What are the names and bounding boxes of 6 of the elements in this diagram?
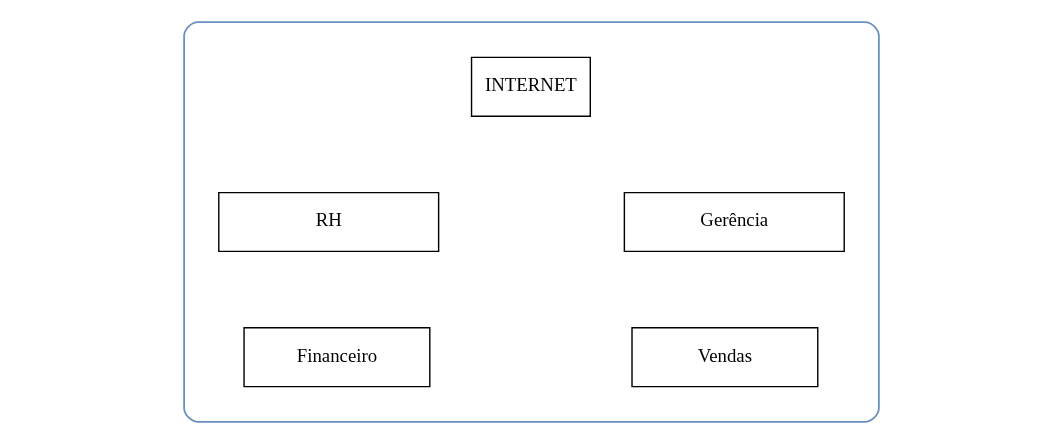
node-box: INTERNET: [470, 56, 591, 117]
node-box: RH: [218, 191, 440, 253]
node-box: Vendas: [631, 327, 819, 388]
cluster: [183, 21, 880, 423]
node-box: Gerência: [623, 191, 845, 253]
node-box: Financeiro: [243, 327, 431, 388]
